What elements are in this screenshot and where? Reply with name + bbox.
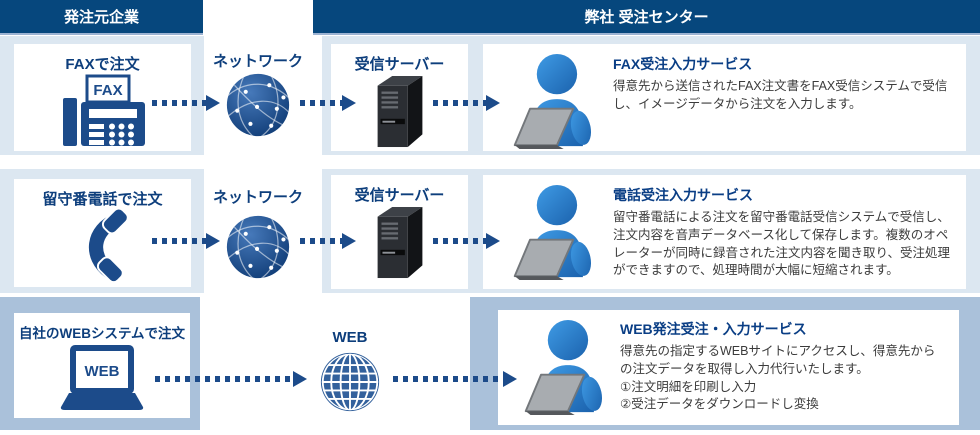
dotted-arrow xyxy=(155,371,307,387)
phone-service-text: 電話受注入力サービス 留守番電話による注文を留守番電話受信システムで受信し、注文… xyxy=(613,185,952,280)
operator-laptop-icon xyxy=(524,319,603,415)
web-service-step-1: ①注文明細を印刷し入力 xyxy=(620,379,757,394)
phone-service-body: 留守番電話による注文を留守番電話受信システムで受信し、注文内容を音声データベース… xyxy=(613,210,951,278)
web-order-title: 自社のWEBシステムで注文 xyxy=(18,326,186,341)
operator-laptop-icon xyxy=(513,184,592,280)
web-service-text: WEB発注受注・入力サービス 得意先の指定するWEBサイトにアクセスし、得意先か… xyxy=(620,319,945,414)
phone-handset-icon xyxy=(88,207,129,283)
header-order-center: 弊社 受注センター xyxy=(313,0,980,35)
dotted-arrow xyxy=(300,233,356,249)
phone-service-card: 電話受注入力サービス 留守番電話による注文を留守番電話受信システムで受信し、注文… xyxy=(483,175,966,289)
web-service-body: 得意先の指定するWEBサイトにアクセスし、得意先からの注文データを取得し入力代行… xyxy=(620,344,936,376)
arrowhead-icon xyxy=(206,95,220,111)
phone-service-title: 電話受注入力サービス xyxy=(613,187,753,203)
header-right-label: 弊社 受注センター xyxy=(584,9,709,26)
fax-paper-label: FAX xyxy=(93,82,122,99)
web-service-title: WEB発注受注・入力サービス xyxy=(620,321,807,337)
dotted-arrow xyxy=(152,233,220,249)
header-ordering-company: 発注元企業 xyxy=(0,0,203,35)
dotted-arrow xyxy=(300,95,356,111)
fax-service-card: FAX受注入力サービス 得意先から送信されたFAX注文書をFAX受信システムで受… xyxy=(483,44,966,151)
row2-server-card: 受信サーバー xyxy=(331,175,468,289)
dotted-arrow xyxy=(433,95,500,111)
dotted-arrow xyxy=(393,371,517,387)
web-service-step-2: ②受注データをダウンロードし変換 xyxy=(620,397,819,412)
arrowhead-icon xyxy=(342,95,356,111)
laptop-screen-label: WEB xyxy=(85,363,120,380)
fax-machine-icon: FAX xyxy=(62,74,145,146)
fax-order-card: FAXで注文 FAX xyxy=(14,44,191,151)
header-left-label: 発注元企業 xyxy=(63,9,139,26)
web-service-card: WEB発注受注・入力サービス 得意先の指定するWEBサイトにアクセスし、得意先か… xyxy=(498,310,959,425)
web-order-card: 自社のWEBシステムで注文 WEB xyxy=(14,313,190,418)
fax-service-title: FAX受注入力サービス xyxy=(613,56,753,72)
server-tower-icon xyxy=(377,75,422,148)
server-tower-icon xyxy=(377,206,422,279)
row2-network-label: ネットワーク xyxy=(212,189,303,206)
row1-server-label: 受信サーバー xyxy=(354,56,445,73)
row2-server-label: 受信サーバー xyxy=(354,187,445,204)
operator-laptop-icon xyxy=(513,53,592,149)
row1-network-label: ネットワーク xyxy=(212,53,303,70)
arrowhead-icon xyxy=(293,371,307,387)
fax-service-body: 得意先から送信されたFAX注文書をFAX受信システムで受信し、イメージデータから… xyxy=(613,79,948,111)
fax-service-text: FAX受注入力サービス 得意先から送信されたFAX注文書をFAX受信システムで受… xyxy=(613,54,952,114)
phone-order-title: 留守番電話で注文 xyxy=(42,191,163,208)
network-globe-icon xyxy=(226,215,290,279)
dotted-arrow xyxy=(152,95,220,111)
laptop-web-icon: WEB xyxy=(60,345,144,410)
phone-order-card: 留守番電話で注文 xyxy=(14,179,191,287)
arrowhead-icon xyxy=(486,233,500,249)
arrowhead-icon xyxy=(206,233,220,249)
dotted-arrow xyxy=(433,233,500,249)
arrowhead-icon xyxy=(486,95,500,111)
web-globe-icon xyxy=(320,352,380,412)
row3-network-label: WEB xyxy=(332,329,368,346)
arrowhead-icon xyxy=(503,371,517,387)
arrowhead-icon xyxy=(342,233,356,249)
network-globe-icon xyxy=(226,73,290,137)
fax-order-title: FAXで注文 xyxy=(65,56,140,73)
